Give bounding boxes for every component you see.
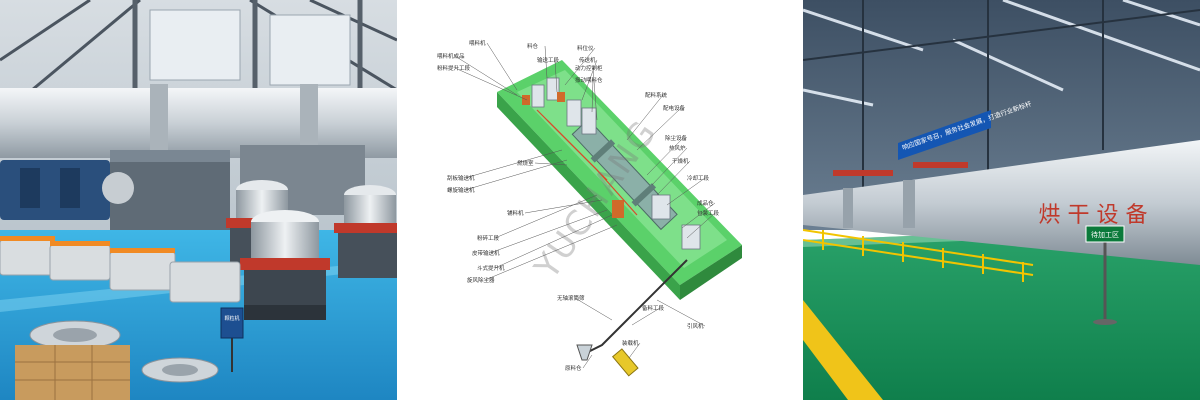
callout-label: 包装工段 — [697, 209, 720, 217]
callout-label: 传送机 — [579, 56, 596, 64]
callout-leader-line — [564, 47, 596, 86]
callout-leader-line — [582, 354, 593, 369]
callout-leader-line — [656, 160, 691, 196]
drum-lettering: 烘 干 设 备 — [1039, 203, 1148, 228]
callout-leader-line — [646, 137, 684, 176]
hopper — [576, 344, 639, 377]
floor-sign-text: 颗粒机 — [224, 315, 239, 322]
dryer-equipment-hall-photo: 响应国家号召，服务社会发展，打造行业新标杆 烘 干 设 备 — [803, 0, 1200, 400]
ring-die — [29, 320, 121, 350]
callout-leader-line — [636, 107, 682, 151]
floor-sign: 待加工区 — [1085, 225, 1125, 325]
pellet-mill-machine — [240, 210, 330, 320]
callout-label: 无轴滚筒筛 — [557, 294, 585, 302]
callout-leader-line — [591, 79, 594, 113]
callout-label: 斗式提升机 — [477, 264, 505, 272]
callout-leader-line — [489, 209, 608, 254]
floor-sign: 颗粒机 — [220, 307, 244, 372]
callout-label: 喂料机 — [469, 39, 486, 47]
callout-label: 粉碎工段 — [477, 234, 500, 242]
callout-leader-line — [574, 297, 613, 321]
callout-label: 热风炉 — [669, 144, 686, 152]
callout-label: 除尘设备 — [665, 134, 688, 142]
callout-label: 刮板输送机 — [447, 174, 475, 182]
callout-label: 原料仓 — [565, 364, 582, 372]
callout-leader-line — [486, 42, 518, 91]
callout-leader-line — [494, 194, 598, 239]
callout-label: 配料系统 — [645, 91, 668, 99]
callout-label: 料仓 — [527, 42, 539, 50]
production-line-layout-diagram: YUCHANG 喂料机料仓料位仪传送机喂料机成品粉料提升工段动力控制柜振动喂料仓… — [397, 0, 803, 400]
callout-leader-line — [464, 149, 563, 179]
callout-label: 干燥机 — [672, 157, 689, 165]
callout-label: 螺旋输送机 — [447, 186, 475, 194]
callout-leader-line — [681, 202, 716, 229]
callout-leader-line — [592, 67, 598, 121]
callout-leader-line — [454, 67, 528, 101]
callout-leader-line — [464, 159, 568, 191]
wooden-crate — [15, 345, 130, 400]
callout-leader-line — [656, 299, 706, 327]
callout-leader-line — [666, 177, 706, 206]
callout-label: 引风机 — [687, 322, 704, 330]
callout-label: 料位仪 — [577, 44, 594, 52]
callout-label: 输送工段 — [537, 56, 560, 64]
callout-leader-line — [494, 214, 613, 269]
callout-leader-line — [631, 307, 661, 326]
callout-label: 喂料机成品 — [437, 52, 465, 60]
callout-leader-line — [686, 212, 716, 239]
pellet-mill-factory-photo: 颗粒机 — [0, 0, 397, 400]
callout-leader-line — [534, 162, 568, 166]
callout-label: 成品仓 — [697, 199, 714, 207]
callout-label: 振动喂料仓 — [575, 76, 603, 84]
callout-leader-line — [484, 224, 618, 281]
dryer-drum — [571, 118, 678, 231]
callout-leader-line — [626, 94, 664, 141]
callout-label: 配电设备 — [663, 104, 686, 112]
callout-label: 装载机 — [622, 339, 639, 347]
callout-label: 皮带输送机 — [472, 249, 500, 257]
pellet-mill-machine — [334, 185, 397, 278]
callout-leader-line — [544, 45, 548, 79]
floor-sign-text: 待加工区 — [1091, 230, 1119, 239]
callout-leader-line — [454, 55, 518, 96]
dryer-hall-scene: 响应国家号召，服务社会发展，打造行业新标杆 烘 干 设 备 — [803, 0, 1200, 400]
callout-label: 备料工段 — [642, 304, 665, 312]
callout-leader-line — [651, 147, 688, 186]
callout-label: 动力控制柜 — [575, 64, 603, 72]
callout-label: 冷却工段 — [687, 174, 710, 182]
belt-conveyor — [581, 259, 688, 356]
layout-diagram: YUCHANG 喂料机料仓料位仪传送机喂料机成品粉料提升工段动力控制柜振动喂料仓… — [437, 39, 742, 377]
ring-die — [141, 357, 219, 383]
pellet-mill-scene: 颗粒机 — [0, 0, 397, 400]
callout-leader-line — [554, 59, 558, 93]
callout-label: 粉料提升工段 — [437, 64, 471, 72]
callout-leader-line — [524, 199, 603, 214]
callout-label: 旋风除尘器 — [467, 276, 495, 284]
callout-label: 燃烧室 — [517, 159, 534, 167]
callout-leader-line — [581, 59, 598, 101]
callout-leader-line — [628, 342, 641, 359]
callout-label: 铺料机 — [507, 209, 524, 217]
